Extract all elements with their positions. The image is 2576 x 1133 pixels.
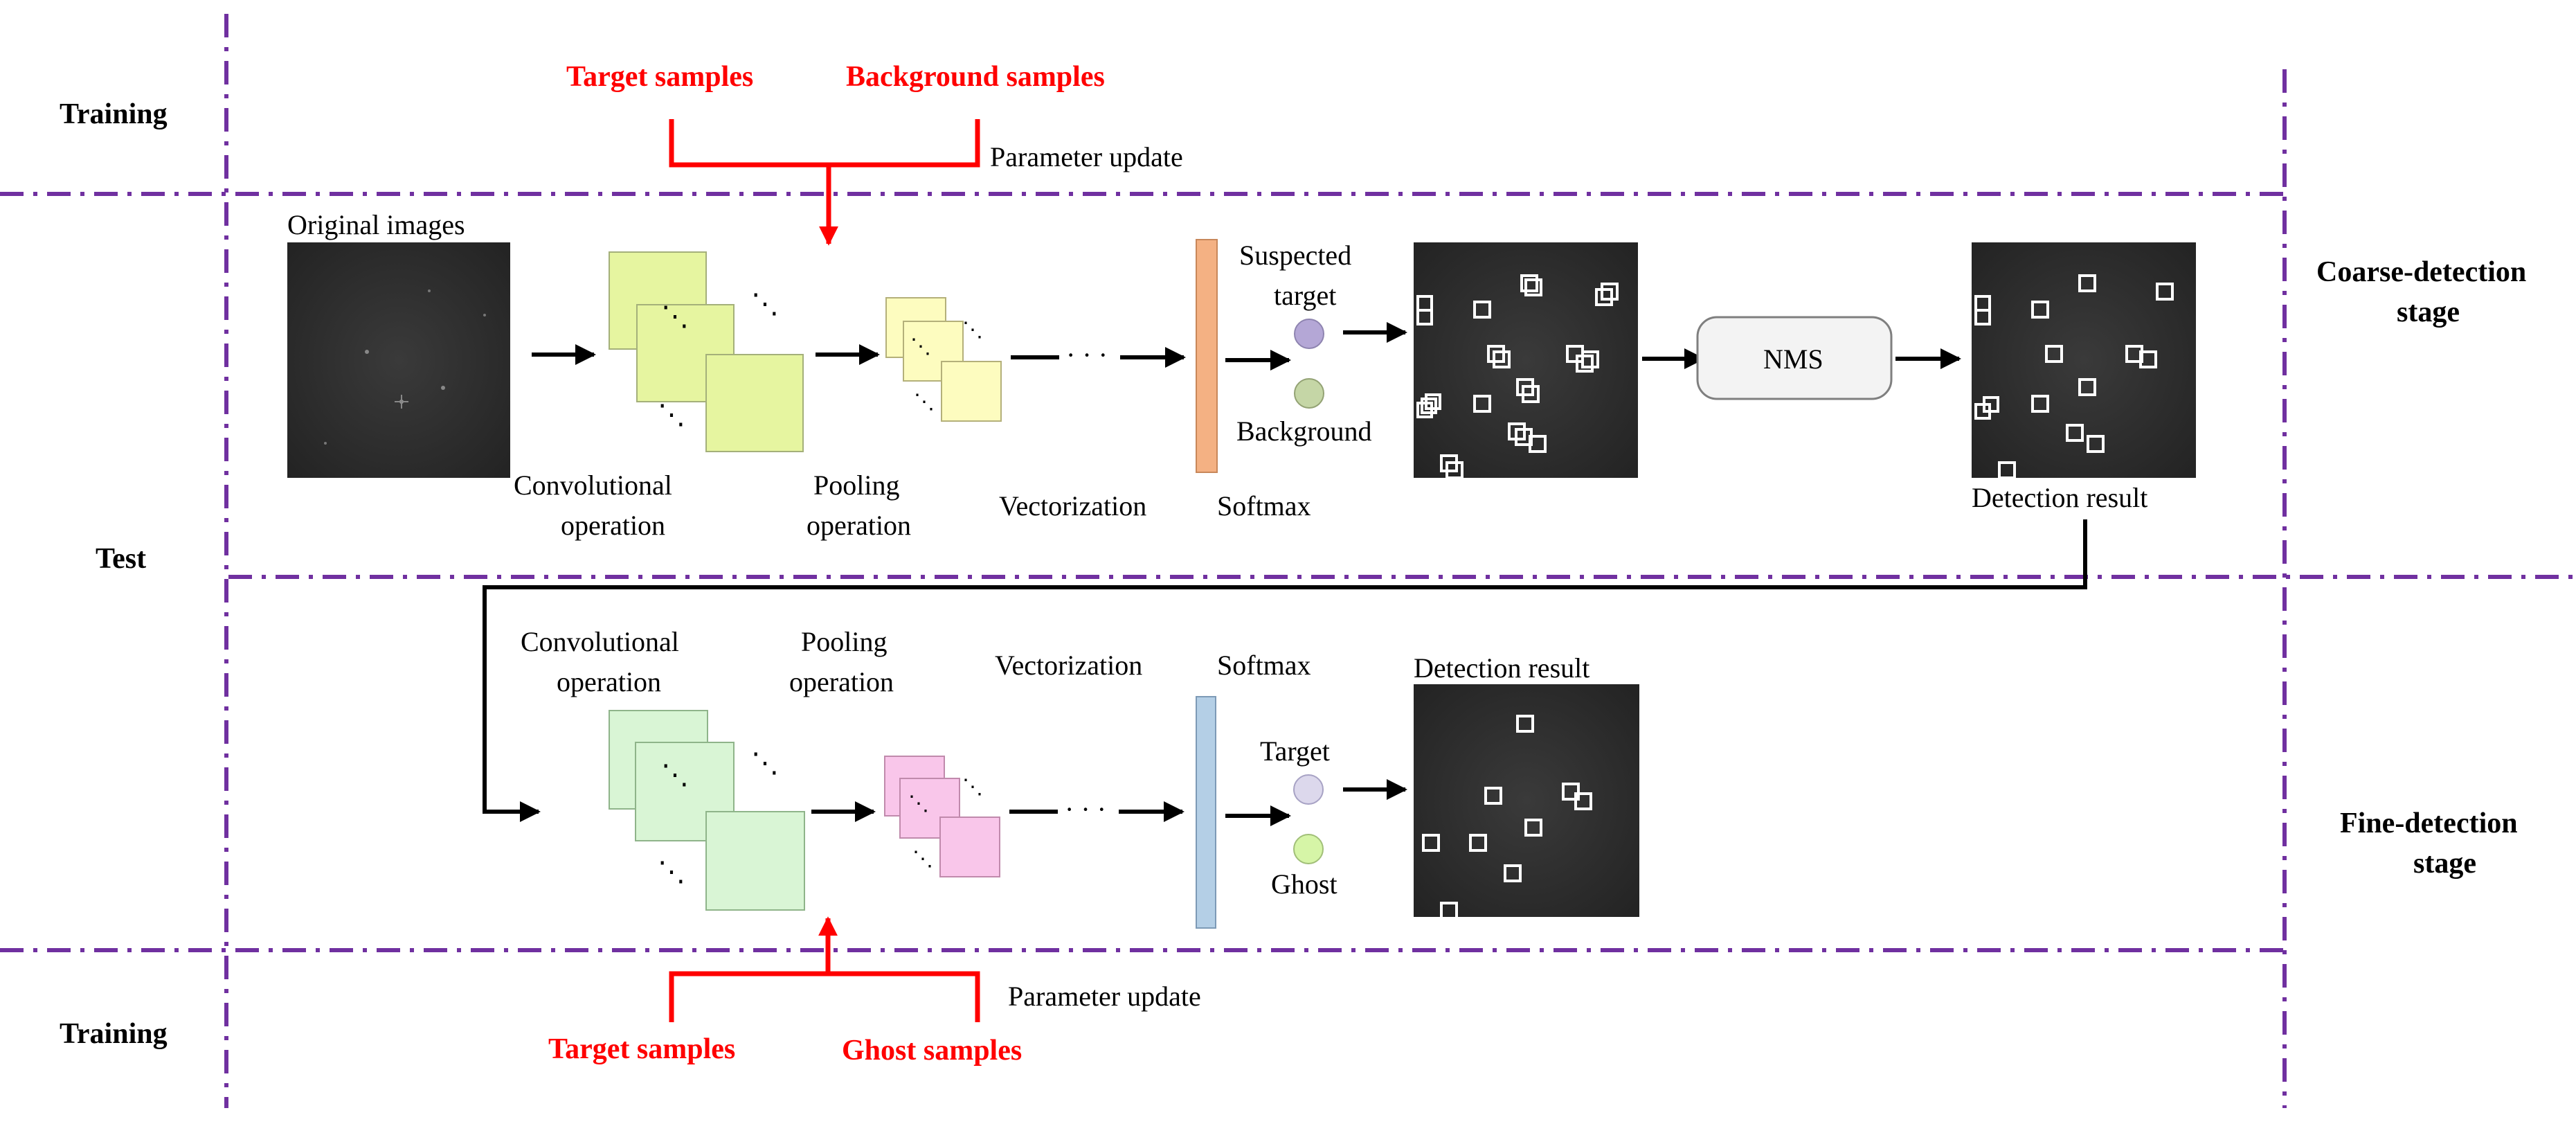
stage-label-coarse-line2: stage <box>2397 296 2460 328</box>
nms-label: NMS <box>1763 344 1823 375</box>
row-label-test: Test <box>96 543 146 575</box>
coarse-softmax-label: Softmax <box>1217 490 1311 521</box>
coarse-vectorization-label: Vectorization <box>999 490 1146 521</box>
coarse-detection-result-label: Detection result <box>1972 482 2147 513</box>
suspected-target-label-2: target <box>1274 280 1336 311</box>
top-target-samples: Target samples <box>566 61 753 93</box>
coarse-pool-label-1: Pooling <box>813 470 899 501</box>
arrow-fine-pool-to-vector: · · · <box>1009 794 1185 825</box>
svg-text:⋱: ⋱ <box>962 319 983 341</box>
fine-detection-result-label: Detection result <box>1414 652 1589 684</box>
row-label-training-top: Training <box>60 98 168 130</box>
coarse-conv-label-2: operation <box>561 510 665 541</box>
svg-text:⋱: ⋱ <box>751 288 779 319</box>
fine-softmax-label: Softmax <box>1217 650 1311 681</box>
top-training-bracket <box>669 119 980 246</box>
background-label: Background <box>1236 416 1372 447</box>
fine-conv-label-2: operation <box>557 666 661 697</box>
svg-text:⋱: ⋱ <box>661 759 689 790</box>
fine-pool-label-1: Pooling <box>801 626 887 657</box>
coarse-pool-feature-maps: ⋱ ⋱ ⋱ <box>885 297 1002 422</box>
top-background-samples: Background samples <box>846 61 1105 93</box>
original-images-label: Original images <box>287 209 465 240</box>
background-node <box>1294 378 1324 409</box>
bottom-ghost-samples: Ghost samples <box>842 1035 1022 1067</box>
svg-text:⋱: ⋱ <box>751 747 779 778</box>
nms-box <box>1696 316 1893 400</box>
svg-text:⋱: ⋱ <box>910 335 931 358</box>
svg-text:⋱: ⋱ <box>908 792 929 815</box>
bottom-target-samples: Target samples <box>548 1033 735 1065</box>
arrow-coarse-to-fine <box>483 519 2087 822</box>
coarse-detection-result-image <box>1972 242 2196 479</box>
svg-text:⋱: ⋱ <box>658 399 685 430</box>
stage-label-coarse-line1: Coarse-detection <box>2316 256 2526 288</box>
fine-vector-bar <box>1196 696 1216 929</box>
fine-ghost-node <box>1293 834 1324 864</box>
coarse-candidates-image <box>1414 242 1638 479</box>
fine-pool-feature-maps: ⋱ ⋱ ⋱ <box>884 756 1000 877</box>
original-image <box>287 242 510 478</box>
bottom-parameter-update: Parameter update <box>1008 981 1201 1012</box>
svg-text:⋱: ⋱ <box>962 776 983 799</box>
fine-detection-result-image <box>1414 684 1639 920</box>
bottom-training-bracket <box>669 916 980 1022</box>
coarse-conv-label-1: Convolutional <box>514 470 672 501</box>
coarse-vector-bar <box>1196 239 1218 473</box>
top-parameter-update: Parameter update <box>990 141 1183 172</box>
suspected-target-label-1: Suspected <box>1239 240 1351 271</box>
arrow-pool-to-vector: · · · <box>1011 339 1186 371</box>
row-label-training-bottom: Training <box>60 1018 168 1050</box>
svg-text:⋱: ⋱ <box>658 856 685 887</box>
fine-conv-label-1: Convolutional <box>521 626 679 657</box>
fine-vectorization-label: Vectorization <box>995 650 1142 681</box>
coarse-conv-feature-maps: ⋱ ⋱ ⋱ <box>609 251 804 452</box>
fine-conv-feature-maps: ⋱ ⋱ ⋱ <box>609 710 805 911</box>
svg-text:⋱: ⋱ <box>661 301 689 332</box>
fine-pool-label-2: operation <box>789 666 894 697</box>
svg-text:· · ·: · · · <box>1066 339 1108 371</box>
fine-ghost-label: Ghost <box>1271 868 1337 900</box>
coarse-pool-label-2: operation <box>807 510 911 541</box>
stage-label-fine-line2: stage <box>2413 848 2476 880</box>
svg-text:⋱: ⋱ <box>914 391 935 413</box>
fine-target-node <box>1293 774 1324 805</box>
svg-text:· · ·: · · · <box>1065 794 1106 825</box>
stage-label-fine-line1: Fine-detection <box>2340 808 2518 839</box>
fine-target-label: Target <box>1260 735 1330 767</box>
svg-text:⋱: ⋱ <box>912 848 933 871</box>
suspected-target-node <box>1294 319 1324 349</box>
